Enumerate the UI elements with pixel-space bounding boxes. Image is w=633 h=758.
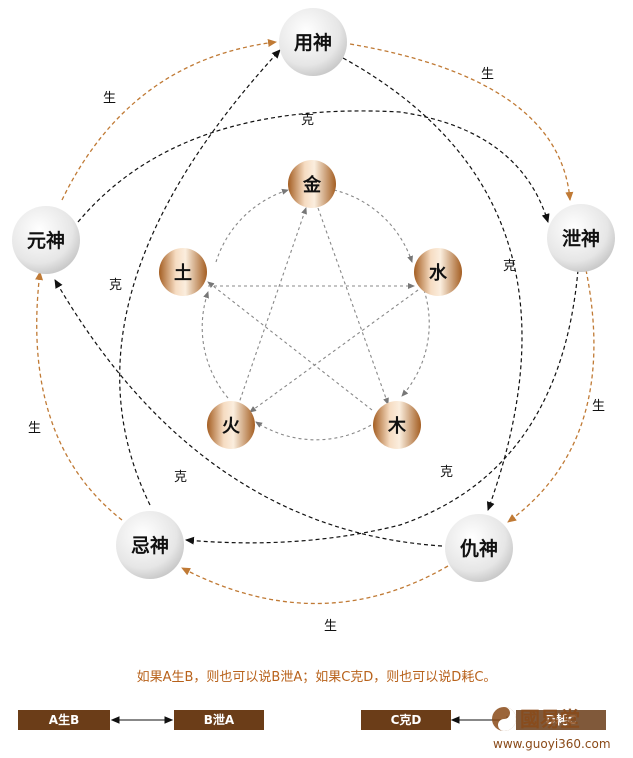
- watermark-url: www.guoyi360.com: [493, 737, 611, 751]
- god-node-yuan: 元神: [12, 206, 80, 274]
- label-sheng-chou-ji: 生: [324, 619, 337, 634]
- god-label-yong: 用神: [294, 31, 332, 54]
- god-node-yong: 用神: [279, 8, 347, 76]
- relation-labels: 生 生 生 生 生 克 克 克 克 克: [28, 67, 605, 634]
- label-sheng-xie-chou: 生: [592, 399, 605, 414]
- god-label-ji: 忌神: [131, 534, 169, 557]
- label-ke-lower-left: 克: [174, 470, 187, 485]
- god-node-xie: 泄神: [547, 204, 615, 272]
- star-mu-to-tu: [207, 281, 373, 411]
- legend-a-sheng-b: A生B: [18, 710, 110, 730]
- element-node-tu: 土: [159, 248, 207, 296]
- label-sheng-yong-xie: 生: [481, 67, 494, 82]
- legend-arrows: [110, 716, 516, 724]
- ke-arrows: [54, 49, 579, 547]
- element-label-huo: 火: [222, 416, 241, 437]
- element-node-mu: 木: [373, 401, 421, 449]
- sheng-arc-yong-to-xie: [349, 43, 574, 201]
- sheng-arcs: [35, 39, 595, 605]
- legend-b-xie-a: B泄A: [174, 710, 264, 730]
- watermark-logo: 國易堂: [492, 707, 580, 731]
- inner-arc-jin-to-shui: [333, 189, 413, 263]
- element-label-tu: 土: [174, 263, 192, 284]
- watermark-logo-text: 國易堂: [520, 707, 580, 731]
- god-label-xie: 泄神: [562, 227, 600, 250]
- star-shui-to-huo: [249, 289, 419, 413]
- element-node-jin: 金: [288, 160, 336, 208]
- sheng-arc-yuan-to-yong: [61, 39, 277, 201]
- sheng-arc-ji-to-yuan: [35, 271, 123, 521]
- god-label-yuan: 元神: [27, 229, 65, 252]
- god-label-chou: 仇神: [460, 537, 498, 560]
- ke-arrow-yong-to-chou: [342, 57, 523, 511]
- inner-arc-tu-to-jin: [215, 188, 289, 263]
- sheng-arc-xie-to-chou: [507, 269, 595, 523]
- inner-star: [207, 207, 419, 413]
- inner-arc-shui-to-mu: [401, 289, 430, 397]
- label-sheng-yuan-yong: 生: [103, 91, 116, 106]
- legend-d-hao-c: D耗C: [516, 710, 606, 730]
- element-label-shui: 水: [429, 262, 448, 284]
- star-huo-to-jin: [237, 207, 307, 407]
- legend-c-ke-d: C克D: [361, 710, 451, 730]
- inner-arc-mu-to-huo: [255, 421, 377, 441]
- label-ke-lower-right: 克: [440, 465, 453, 480]
- sheng-arc-chou-to-ji: [181, 565, 449, 605]
- god-node-ji: 忌神: [116, 511, 184, 579]
- explanation-caption: 如果A生B，则也可以说B泄A；如果C克D，则也可以说D耗C。: [136, 670, 497, 685]
- god-node-chou: 仇神: [445, 514, 513, 582]
- ke-arrow-chou-to-yuan: [54, 279, 443, 547]
- label-ke-left: 克: [109, 278, 122, 293]
- element-label-mu: 木: [387, 415, 407, 437]
- star-jin-to-mu: [317, 207, 389, 405]
- ke-arrow-ji-to-yong: [119, 49, 281, 506]
- element-node-huo: 火: [207, 401, 255, 449]
- label-sheng-ji-yuan: 生: [28, 421, 41, 436]
- label-ke-right: 克: [503, 259, 516, 274]
- inner-arc-huo-to-tu: [201, 291, 229, 399]
- inner-cycle: [201, 188, 430, 441]
- ke-arrow-yuan-to-xie: [77, 110, 550, 223]
- element-label-jin: 金: [302, 174, 322, 196]
- label-ke-top: 克: [301, 113, 314, 128]
- element-node-shui: 水: [414, 248, 462, 296]
